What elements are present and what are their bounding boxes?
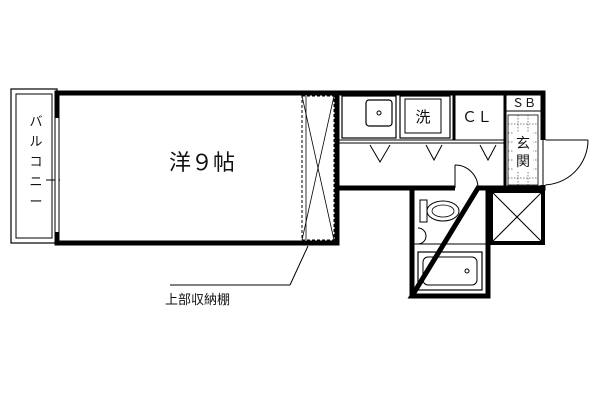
bathroom-door	[454, 164, 479, 189]
entrance-label-char: 関	[516, 154, 530, 170]
balcony-label-char: コ	[29, 155, 42, 170]
washer-label: 洗	[415, 108, 430, 126]
balcony: バ ル コ ニ ー	[10, 88, 60, 244]
balcony-label-char: バ	[29, 115, 42, 130]
annotation-leader	[289, 245, 309, 286]
pipe-shaft	[489, 189, 545, 245]
front-door	[540, 139, 589, 186]
balcony-label-char: ル	[29, 135, 42, 150]
shoe-box-label: ＳＢ	[512, 96, 536, 110]
main-room: 洋９帖	[54, 90, 340, 246]
sink	[341, 95, 397, 139]
balcony-label-char: ー	[29, 195, 42, 210]
main-room-label: 洋９帖	[169, 151, 235, 176]
upper-storage-label: 上部収納棚	[165, 293, 230, 308]
door-markers	[369, 144, 497, 163]
entrance-label-char: 玄	[516, 135, 530, 152]
entrance: ＳＢ 玄 関	[503, 93, 543, 188]
closet-cl: ＣＬ	[452, 93, 492, 140]
balcony-label-char: ニ	[29, 175, 42, 190]
closet-storage	[301, 95, 335, 241]
bathroom	[407, 185, 491, 299]
closet-label: ＣＬ	[462, 108, 492, 126]
washer-space: 洗	[399, 95, 451, 139]
